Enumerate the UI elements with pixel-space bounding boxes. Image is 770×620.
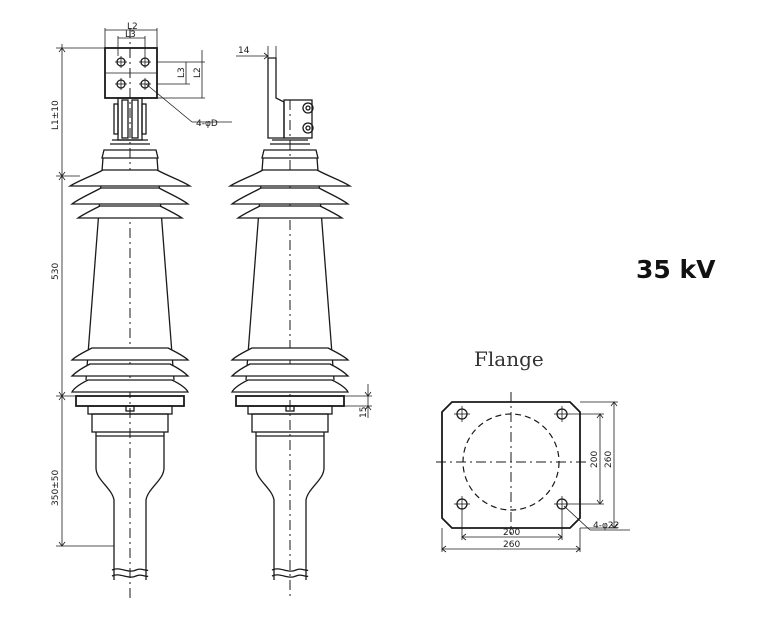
dim-hole-terminal-label: 4-φD [196,119,218,129]
dim-L2-side-label: L2 [193,67,203,78]
dim-L2-label: L2 [127,22,138,32]
terminal-holes [115,56,151,90]
dim-L1-label: L1±10 [51,100,61,130]
dim-hole-flange-label: 4-φ22 [593,521,619,531]
front-view: L2 L3 L3 L2 4-φD L1±10 530 350±50 [51,22,232,598]
flange-bolt-holes [454,406,570,512]
dim-bottom-label: 350±50 [51,470,61,506]
dim-200-horizontal-label: 200 [503,528,520,538]
flange-detail: Flange 200 260 [436,347,630,553]
dim-260-vertical-label: 260 [604,451,614,468]
dim-14-label: 14 [238,46,250,56]
side-view: 14 [227,46,372,598]
dim-L3-label: L3 [125,30,136,40]
dim-530-label: 530 [51,263,61,280]
dim-15-label: 15 [359,407,369,418]
flange-title: Flange [474,347,544,371]
dim-L3-side-label: L3 [177,67,187,78]
dim-260-horizontal-label: 260 [503,540,520,550]
flange-plate [441,401,581,529]
voltage-label: 35 kV [636,255,716,284]
dim-200-vertical-label: 200 [590,451,600,468]
